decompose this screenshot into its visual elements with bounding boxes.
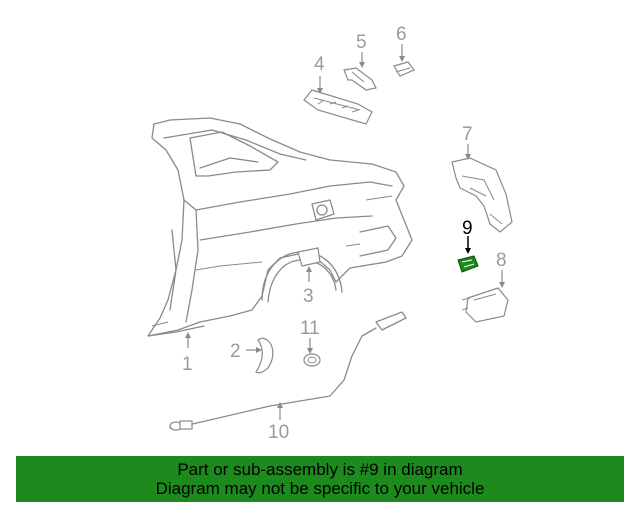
- banner-line-disclaimer: Diagram may not be specific to your vehi…: [155, 479, 485, 498]
- fuel-door-part[interactable]: [461, 287, 509, 323]
- small-bracket-part[interactable]: [343, 67, 377, 91]
- callout-2[interactable]: 2: [230, 341, 241, 362]
- exploded-parts-diagram: 1 2 3 4 5 6 7 8 9 10 11: [147, 24, 513, 443]
- callout-6[interactable]: 6: [396, 24, 407, 45]
- grommet-part[interactable]: [303, 353, 321, 367]
- callout-labels: 1 2 3 4 5 6 7 8 9 10 11: [182, 24, 507, 443]
- reinforcement-bracket-part[interactable]: [303, 89, 373, 125]
- callout-5[interactable]: 5: [356, 32, 367, 53]
- callout-10[interactable]: 10: [268, 422, 289, 443]
- leader-lines: [185, 44, 505, 420]
- callout-8[interactable]: 8: [496, 250, 507, 271]
- callout-7[interactable]: 7: [462, 124, 473, 145]
- quarter-panel-part[interactable]: [147, 117, 413, 337]
- part-notice-banner: Part or sub-assembly is #9 in diagram Di…: [16, 456, 624, 502]
- callout-3[interactable]: 3: [303, 286, 314, 307]
- callout-4[interactable]: 4: [314, 54, 325, 75]
- banner-line-part-number: Part or sub-assembly is #9 in diagram: [177, 460, 463, 479]
- filler-housing-part[interactable]: [451, 157, 513, 233]
- release-cable-part[interactable]: [169, 311, 407, 431]
- fuel-lid-panel-part[interactable]: [297, 247, 321, 267]
- highlighted-part-9[interactable]: [457, 255, 479, 273]
- callout-9-highlighted[interactable]: 9: [462, 218, 473, 239]
- callout-11[interactable]: 11: [300, 318, 320, 339]
- trim-piece-part[interactable]: [255, 337, 274, 374]
- callout-1[interactable]: 1: [182, 354, 193, 375]
- clip-pad-part[interactable]: [393, 61, 415, 77]
